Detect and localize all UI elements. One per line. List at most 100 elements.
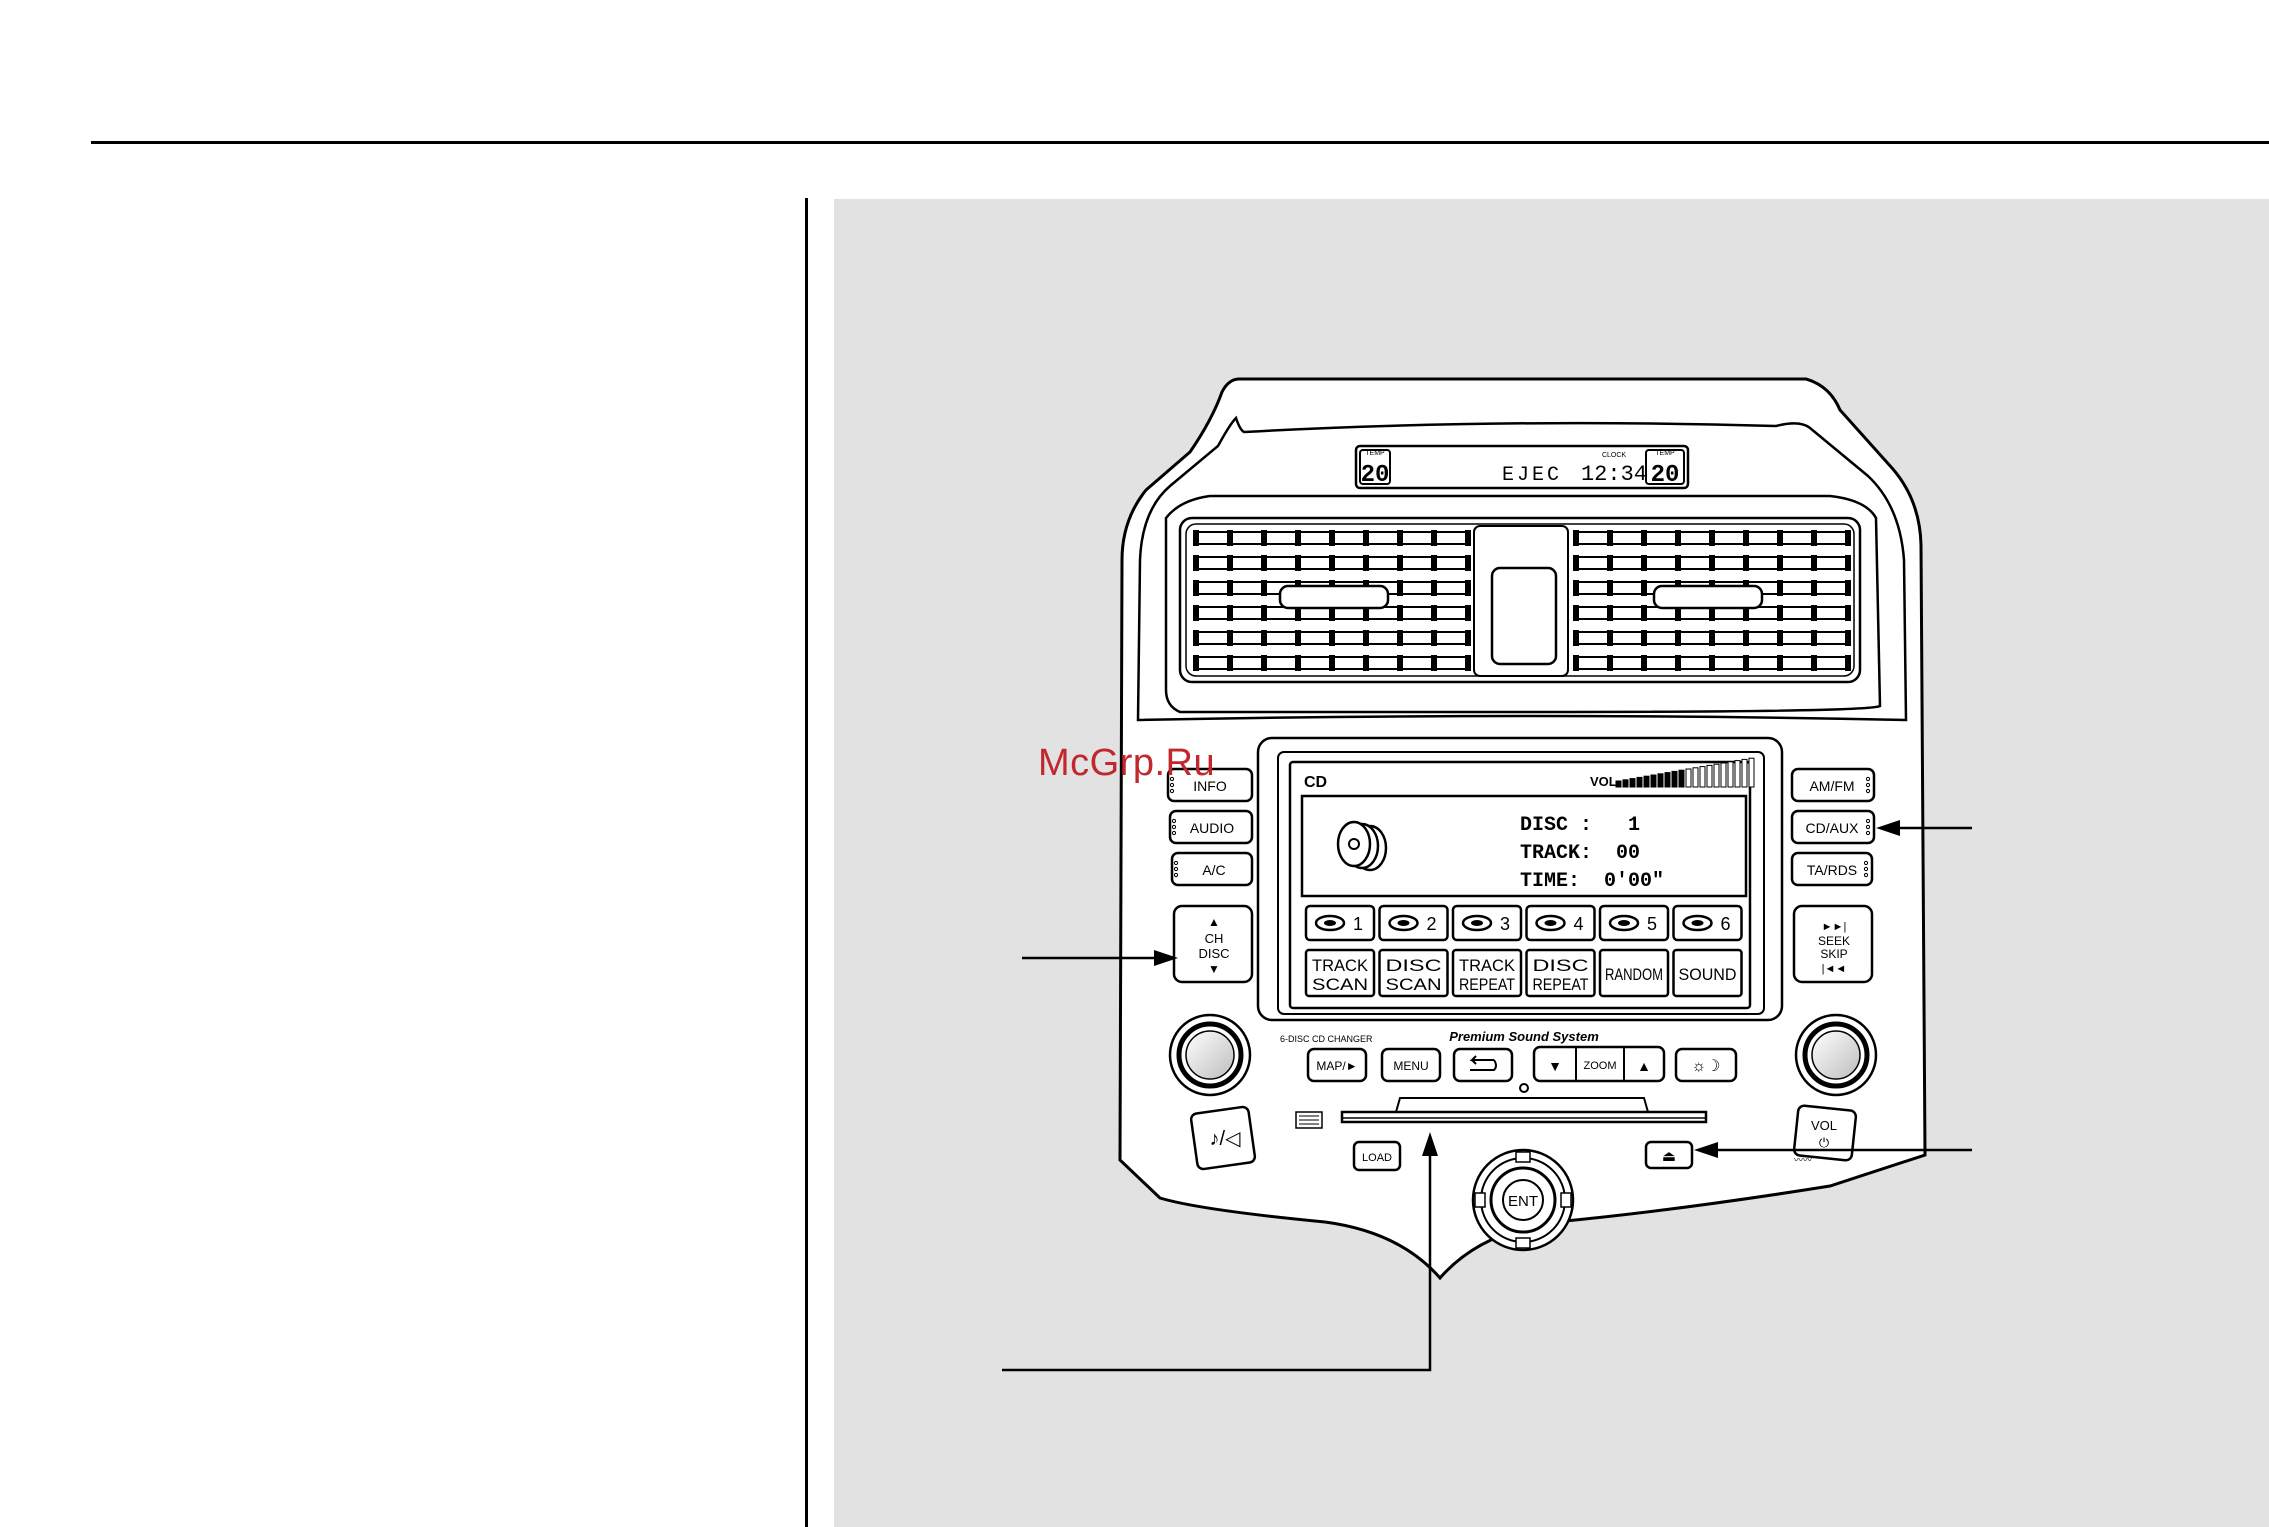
volume-bar: [1629, 778, 1636, 788]
svg-text:DISC: DISC: [1198, 946, 1229, 961]
time-line: TIME: 0'00": [1520, 870, 1664, 893]
svg-text:REPEAT: REPEAT: [1459, 975, 1515, 994]
zoom-up-icon: ▲: [1637, 1058, 1651, 1074]
serial-mark: 〰〰: [1794, 1155, 1812, 1165]
right-volume-knob[interactable]: [1794, 1013, 1878, 1097]
power-icon: ⏻: [1819, 1135, 1829, 1150]
up-arrow-icon: ▲: [1208, 915, 1220, 929]
mute-button[interactable]: ♪/◁: [1189, 1105, 1257, 1171]
svg-text:ZOOM: ZOOM: [1584, 1060, 1617, 1072]
eject-icon: ⏏: [1662, 1148, 1676, 1165]
disc-slot: [1340, 1083, 1708, 1124]
brand-label: Premium Sound System: [1449, 1029, 1599, 1044]
amfm-button[interactable]: AM/FM: [1790, 767, 1876, 803]
volume-bar: [1622, 779, 1629, 788]
tards-button[interactable]: TA/RDS: [1790, 851, 1874, 887]
volume-bar: [1664, 772, 1671, 788]
volume-bar: [1713, 763, 1720, 788]
return-arrow-icon: [1469, 1055, 1497, 1071]
volume-bar: [1748, 757, 1755, 788]
svg-text:TRACK: TRACK: [1459, 956, 1516, 975]
svg-text:CH: CH: [1205, 931, 1224, 946]
down-arrow-icon: ▼: [1208, 962, 1220, 976]
disc-key-label: 2: [1426, 914, 1436, 934]
volume-bar: [1727, 761, 1734, 788]
track-line: TRACK: 00: [1520, 842, 1640, 865]
seek-skip-button[interactable]: ►►| SEEK SKIP |◄◄: [1792, 904, 1874, 984]
callout-cdaux: [1876, 820, 1972, 836]
svg-text:VOL: VOL: [1811, 1118, 1837, 1133]
volume-bar: [1643, 775, 1650, 788]
menu-button[interactable]: MENU: [1380, 1047, 1442, 1083]
volume-meter: [1615, 757, 1755, 788]
sun-moon-icon: ☼☽: [1691, 1058, 1720, 1075]
map-button[interactable]: MAP/►: [1306, 1047, 1368, 1083]
volume-bar: [1706, 764, 1713, 788]
disc-key-label: 3: [1500, 914, 1510, 934]
svg-text:A/C: A/C: [1202, 862, 1225, 878]
zoom-down-icon: ▼: [1548, 1058, 1562, 1074]
disc-key-1[interactable]: 1: [1304, 904, 1376, 942]
volume-bar: [1615, 780, 1622, 788]
back-button[interactable]: [1452, 1047, 1514, 1083]
load-button[interactable]: LOAD: [1352, 1140, 1402, 1172]
function-key-random[interactable]: RANDOM: [1598, 948, 1670, 998]
ac-button[interactable]: A/C: [1170, 851, 1254, 887]
svg-text:REPEAT: REPEAT: [1533, 975, 1589, 994]
svg-text:SEEK: SEEK: [1818, 934, 1850, 948]
svg-text:MAP/►: MAP/►: [1316, 1059, 1357, 1073]
vol-power-button[interactable]: VOL ⏻: [1792, 1104, 1858, 1162]
ch-disc-button[interactable]: ▲ CH DISC ▼: [1172, 904, 1254, 984]
temp-left-value: 20: [1361, 462, 1390, 489]
svg-text:LOAD: LOAD: [1362, 1152, 1392, 1164]
audio-button[interactable]: AUDIO: [1168, 809, 1254, 845]
temp-left-label: TEMP: [1365, 450, 1385, 457]
callout-eject: [1694, 1142, 1972, 1158]
info-button[interactable]: INFO: [1166, 767, 1254, 803]
ent-joystick[interactable]: ENT: [1471, 1148, 1575, 1252]
svg-text:TRACK: TRACK: [1312, 956, 1369, 975]
volume-bar: [1734, 760, 1741, 788]
day-night-button[interactable]: ☼☽: [1674, 1047, 1738, 1083]
disc-key-label: 1: [1353, 914, 1363, 934]
svg-text:ENT: ENT: [1508, 1193, 1538, 1210]
disc-key-4[interactable]: 4: [1525, 904, 1596, 942]
watermark: McGrp.Ru: [1038, 742, 1216, 784]
next-track-icon: ►►|: [1822, 921, 1847, 933]
svg-text:AUDIO: AUDIO: [1190, 820, 1234, 836]
volume-bar: [1741, 758, 1748, 788]
cd-logo: [1295, 1111, 1323, 1129]
cdaux-button[interactable]: CD/AUX: [1790, 809, 1876, 845]
climate-display: [1354, 444, 1690, 490]
header-rule: [91, 141, 2269, 144]
disc-icon: [1336, 820, 1388, 872]
disc-key-3[interactable]: 3: [1451, 904, 1523, 942]
upper-bezel: [1164, 494, 1882, 714]
callout-ch-disc: [1022, 950, 1178, 966]
svg-text:DISC: DISC: [1533, 956, 1589, 975]
disc-key-6[interactable]: 6: [1672, 904, 1743, 942]
disc-key-label: 5: [1647, 914, 1657, 934]
zoom-button[interactable]: ▼ ZOOM ▲: [1532, 1045, 1666, 1083]
svg-text:SCAN: SCAN: [1312, 975, 1368, 994]
column-divider: [805, 198, 808, 1527]
volume-bar: [1657, 773, 1664, 788]
disc-key-label: 6: [1720, 914, 1730, 934]
disc-key-2[interactable]: 2: [1378, 904, 1449, 942]
left-knob[interactable]: [1168, 1013, 1252, 1097]
volume-bar: [1685, 768, 1692, 788]
mode-label: CD: [1304, 774, 1327, 791]
svg-text:RANDOM: RANDOM: [1605, 965, 1663, 984]
svg-text:SCAN: SCAN: [1386, 975, 1442, 994]
eject-button[interactable]: ⏏: [1644, 1140, 1694, 1170]
disc-key-5[interactable]: 5: [1598, 904, 1670, 942]
volume-bar: [1650, 774, 1657, 788]
function-key-sound[interactable]: SOUND: [1672, 948, 1743, 998]
vol-label: VOL: [1590, 774, 1617, 789]
